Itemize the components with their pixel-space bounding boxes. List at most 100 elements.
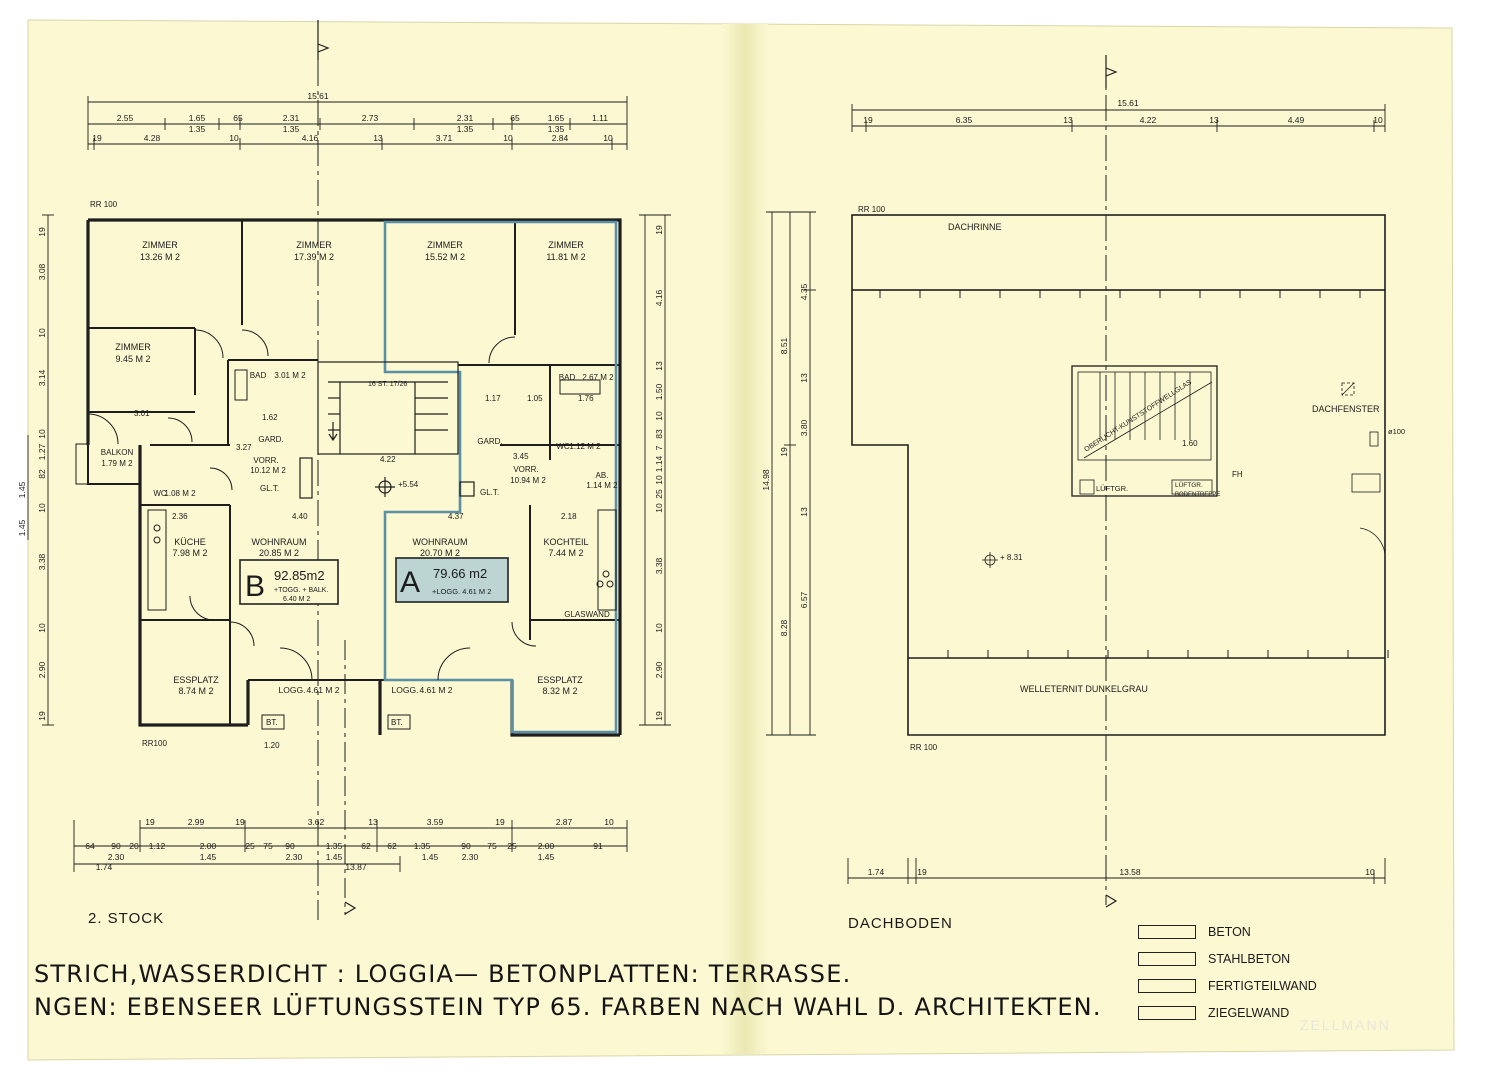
dim-right-5: 83 <box>654 429 664 439</box>
room-name: BAD <box>559 373 576 382</box>
dim-right-3: 1.50 <box>654 383 664 400</box>
room-area: 9.45 M 2 <box>115 354 150 364</box>
roof-dim-left-0: 8.51 <box>779 337 789 354</box>
legend-item-stahlbeton: STAHLBETON <box>1138 945 1317 972</box>
dim-label: 1.17 <box>485 394 501 403</box>
right-plan-dimension-text: 15.61 19 6.35 13 4.22 13 4.49 10 1.74 19… <box>761 98 1383 877</box>
dim-left-5: 1.27 <box>37 443 47 460</box>
dim-bot-r2-10: 1.35 <box>414 841 431 851</box>
dim-top-sub-3: 1.35 <box>548 124 565 134</box>
room-area: 1.12 M 2 <box>569 442 601 451</box>
room-name: ZIMMER <box>548 240 584 250</box>
legend-label: STAHLBETON <box>1208 951 1291 966</box>
dim-bot-sub-3: 2.30 <box>286 852 303 862</box>
roof-left-dimension-lines <box>766 211 816 736</box>
room-area: 4.61 M 2 <box>306 685 339 695</box>
dim-top-r2-2: 10 <box>229 133 239 143</box>
dim-bot-r2-12: 75 <box>487 841 497 851</box>
dim-top-r2-7: 2.84 <box>552 133 569 143</box>
dim-bot-r1-6: 19 <box>495 817 505 827</box>
dim-top-r1-8: 1.11 <box>592 113 608 123</box>
dim-top-r1-6: 65 <box>510 113 520 123</box>
room-name: GARD. <box>477 437 502 446</box>
unit-b-area: 92.85m2 <box>274 568 325 583</box>
room-area: 15.52 M 2 <box>425 252 465 262</box>
legend-swatch <box>1138 978 1196 993</box>
room-area: 1.79 M 2 <box>101 459 133 468</box>
room-name: ZIMMER <box>427 240 463 250</box>
dim-bot-r1-7: 2.87 <box>556 817 573 827</box>
roof-dim-5: 4.49 <box>1288 115 1305 125</box>
room-area: 10.94 M 2 <box>510 476 546 485</box>
dim-top-r1-2: 65 <box>233 113 243 123</box>
dim-bot-sub-0: 2.30 <box>108 852 125 862</box>
dim-bot-r1-1: 2.99 <box>188 817 205 827</box>
room-area: 20.85 M 2 <box>259 548 299 558</box>
roof-dim-6: 10 <box>1373 115 1383 125</box>
roof-dim-1: 6.35 <box>956 115 973 125</box>
dim-top-sub-2: 1.35 <box>457 124 474 134</box>
dim-left-1: 3.08 <box>37 263 47 280</box>
room-area: 1.14 M 2 <box>586 481 618 490</box>
dim-bot-r2-5: 75 <box>263 841 273 851</box>
roof-stair-hatch <box>982 365 1386 568</box>
unit-b-info: B 92.85m2 +TOGG. + BALK. 6.40 M 2 <box>245 568 328 603</box>
dim-left-7: 1.45 <box>17 481 27 498</box>
bottom-dimension-lines <box>73 820 628 872</box>
dim-right-0: 19 <box>654 225 664 235</box>
stair-dim-label: 1.60 <box>1182 439 1198 448</box>
dim-top-sub-1: 1.35 <box>283 124 300 134</box>
right-plan-title: DACHBODEN <box>848 915 953 932</box>
legend-swatch <box>1138 1005 1196 1020</box>
dim-bot-r2-8: 62 <box>361 841 371 851</box>
roof-dim-left-2: 4.35 <box>799 283 809 300</box>
roof-dim-0: 19 <box>863 115 873 125</box>
room-name: WOHNRAUM <box>413 537 468 547</box>
room-name: ZIMMER <box>296 240 332 250</box>
material-legend: BETON STAHLBETON FERTIGTEILWAND ZIEGELWA… <box>1138 918 1317 1026</box>
roofing-label: WELLETERNIT DUNKELGRAU <box>1020 684 1148 694</box>
dim-label: 2.18 <box>561 512 577 521</box>
dim-right-4: 10 <box>654 411 664 421</box>
roof-stair-label: BODENTREPPE <box>1175 492 1220 498</box>
dim-left-13: 19 <box>37 711 47 721</box>
stair-level: +5.54 <box>398 480 419 489</box>
unit-a-extra: +LOGG. 4.61 M 2 <box>432 587 491 596</box>
room-area: 4.61 M 2 <box>419 685 452 695</box>
right-plan <box>766 55 1389 908</box>
dim-left-9: 10 <box>37 503 47 513</box>
dim-bot-sub-1: 2.00 <box>200 841 217 851</box>
room-name: ESSPLATZ <box>537 675 583 685</box>
room-name: KÜCHE <box>174 537 206 547</box>
bt-label: BT. <box>391 718 403 727</box>
dim-label: 1.76 <box>578 394 594 403</box>
roof-marker-top <box>1105 55 1118 88</box>
glt-label: GL.T. <box>480 488 499 497</box>
unit-a-box <box>395 557 509 603</box>
gutter-label: DACHRINNE <box>948 222 1002 232</box>
side-dimension-lines <box>27 214 671 726</box>
section-marker-bottom <box>344 901 357 915</box>
room-name: ZIMMER <box>142 240 178 250</box>
roof-dim-bottom-total: 13.58 <box>1119 867 1141 877</box>
dim-left-8: 1.45 <box>17 519 27 536</box>
room-area: 7.98 M 2 <box>172 548 207 558</box>
rr-top-label: RR 100 <box>858 205 886 214</box>
dim-label: 3.45 <box>513 452 529 461</box>
room-name: LOGG. <box>392 685 419 695</box>
left-plan-title: 2. STOCK <box>88 910 165 927</box>
dim-bot-r2-7: 1.35 <box>326 841 343 851</box>
dim-left-3: 3.14 <box>37 369 47 386</box>
roof-dim-left-5: 13 <box>799 507 809 517</box>
legend-swatch <box>1138 951 1196 966</box>
dim-label: 1.05 <box>527 394 543 403</box>
unit-b-extra: +TOGG. + BALK. <box>274 587 328 594</box>
roof-dim-left-6: 8.28 <box>779 619 789 636</box>
dim-top-r1-4: 2.73 <box>362 113 379 123</box>
dim-right-6: 7 <box>654 445 664 450</box>
dim-top-r1-1: 1.65 <box>189 113 206 123</box>
dim-left-11: 10 <box>37 623 47 633</box>
unit-b-box <box>239 559 339 605</box>
roof-dim-3: 4.22 <box>1140 115 1157 125</box>
